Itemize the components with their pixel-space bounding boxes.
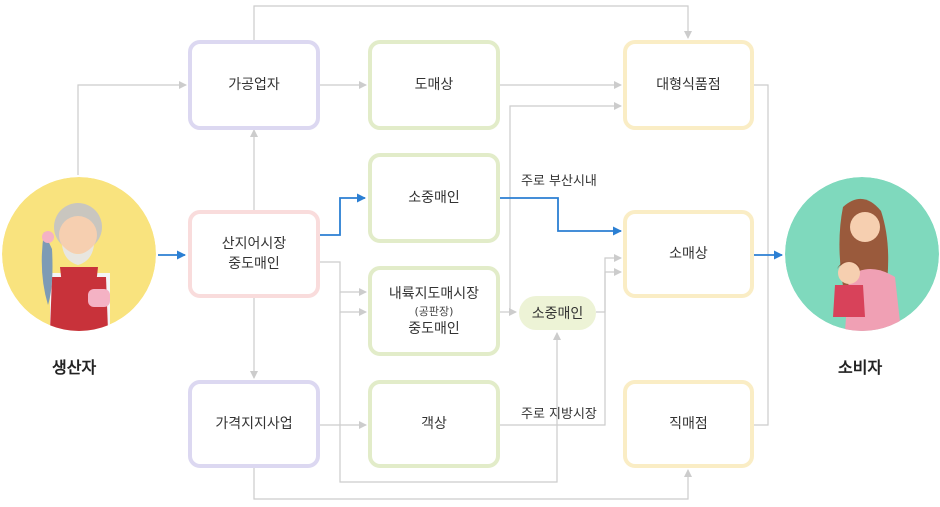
node-large-store-label: 대형식품점 [656,77,721,93]
line-inland-largestore [509,102,622,312]
node-inland-market: 내륙지도매시장 (공판장) 중도매인 [368,266,500,356]
node-wholesaler-label: 도매상 [414,77,454,93]
node-guest-merchant: 객상 [368,380,500,468]
line-producer-processor [77,81,187,175]
node-direct-store: 직매점 [623,380,754,468]
line-origin-inland-1 [320,261,367,296]
producer-label: 생산자 [52,358,97,377]
node-origin-market-label-1: 산지어시장 [221,236,287,252]
node-processor-label: 가공업자 [228,77,280,93]
node-inland-market-label-1: 내륙지도매시장 [388,285,480,302]
node-direct-store-label: 직매점 [669,416,708,432]
node-processor: 가공업자 [188,40,320,130]
producer-avatar [2,177,156,331]
note-local: 주로 지방시장 [521,407,597,422]
node-price-support-label: 가격지지사업 [215,416,293,432]
note-busan: 주로 부산시내 [521,174,597,189]
node-origin-market-label-2: 중도매인 [228,256,280,272]
node-small-broker-1-label: 소중매인 [408,190,460,206]
node-small-broker-1: 소중매인 [368,153,500,243]
node-price-support: 가격지지사업 [188,380,320,468]
fisherman-illustration-icon [2,177,156,331]
node-wholesaler: 도매상 [368,40,500,130]
node-small-broker-2: 소중매인 [519,296,596,330]
line-pill-retailer [596,268,622,313]
arrow-origin-smallbroker [320,193,366,236]
consumer-avatar [785,177,939,331]
node-inland-market-label-3: 중도매인 [408,320,460,337]
line-guest-retailer [500,254,622,426]
node-origin-market: 산지어시장 중도매인 [188,210,320,298]
node-retailer: 소매상 [623,210,754,298]
line-origin-inland-2 [339,292,367,316]
consumer-label: 소비자 [838,358,883,377]
node-large-store: 대형식품점 [623,40,754,130]
arrow-smallbroker-retailer [500,197,622,236]
node-inland-market-label-2: (공판장) [414,304,454,318]
mother-child-illustration-icon [785,177,939,331]
node-retailer-label: 소매상 [669,246,708,262]
line-top-loop [253,5,692,40]
line-bottom-loop [253,468,692,500]
node-guest-merchant-label: 객상 [421,416,447,432]
line-origin-bottom [339,312,561,483]
node-small-broker-2-label: 소중매인 [531,306,584,322]
